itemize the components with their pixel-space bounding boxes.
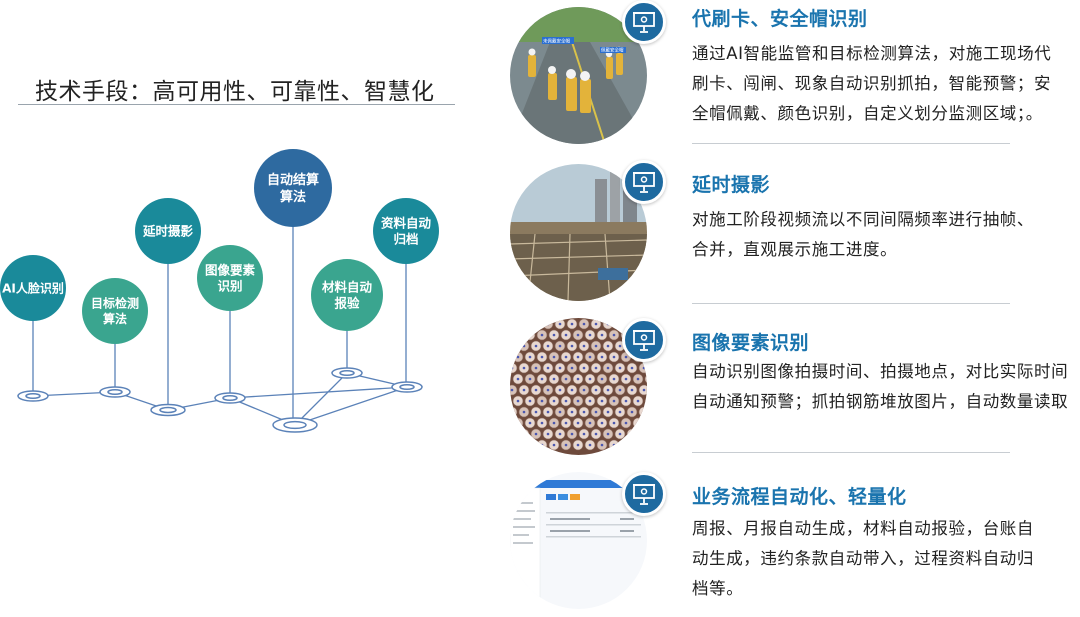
feature-description: 自动识别图像拍摄时间、拍摄地点，对比实际时间 自动通知预警；抓拍钢筋堆放图片，自… [692, 357, 1072, 417]
description-line: 全帽佩戴、颜色识别，自定义划分监测区域；。 [692, 104, 1043, 123]
time-lapse-node: 延时摄影 [135, 198, 201, 264]
photo-label: 佩戴安全帽 [601, 47, 624, 54]
node-label: 目标检测 [91, 296, 139, 311]
description-line: 自动识别图像拍摄时间、拍摄地点，对比实际时间 [692, 362, 1069, 381]
node-label: 归档 [393, 232, 418, 247]
node-label: 延时摄影 [142, 224, 194, 239]
rebar-stack-photo [510, 318, 647, 455]
feature-title: 延时摄影 [692, 174, 771, 196]
feature-description: 周报、月报自动生成，材料自动报验，台账自 动生成，违约条款自动带入，过程资料自动… [692, 514, 1072, 604]
anchor-node [214, 392, 246, 404]
anchor-node [272, 417, 318, 433]
network-edge [294, 386, 408, 426]
node-label: 算法 [280, 189, 306, 205]
node-label: 识别 [217, 279, 242, 294]
image-element-node: 图像要素识别 [197, 245, 263, 311]
network-anchors [17, 367, 423, 433]
description-line: 刷卡、闯闸、现象自动识别抓拍，智能预警；安 [692, 74, 1052, 93]
photo-label: 未佩戴安全帽 [543, 38, 570, 45]
anchor-node [17, 390, 49, 402]
section-heading: 技术手段：高可用性、可靠性、智慧化 [35, 79, 435, 105]
network-edge [229, 386, 408, 399]
feature-title: 图像要素识别 [692, 332, 810, 354]
presentation-board-icon [622, 318, 666, 362]
node-circle [311, 259, 383, 331]
node-label: 算法 [103, 311, 127, 326]
feature-divider [692, 303, 1010, 304]
feature-description: 通过AI智能监管和目标检测算法，对施工现场代 刷卡、闯闸、现象自动识别抓拍，智能… [692, 39, 1072, 129]
anchor-node [391, 381, 423, 393]
description-line: 通过AI智能监管和目标检测算法，对施工现场代 [692, 44, 1052, 63]
node-circle [82, 278, 148, 344]
site-safety-photo: 未佩戴安全帽 佩戴安全帽 [510, 7, 647, 144]
description-line: 对施工阶段视频流以不同间隔频率进行抽帧、 [692, 210, 1034, 229]
feature-description: 对施工阶段视频流以不同间隔频率进行抽帧、 合并，直观展示施工进度。 [692, 205, 1072, 265]
node-label: 资料自动 [381, 215, 432, 230]
description-line: 动生成，违约条款自动带入，过程资料自动归 [692, 549, 1034, 568]
feature-divider [692, 143, 1010, 144]
target-detection-node: 目标检测算法 [82, 278, 148, 344]
anchor-node [99, 386, 131, 398]
node-circle [0, 255, 66, 321]
network-stems [32, 227, 407, 425]
node-label: AI人脸识别 [2, 280, 64, 295]
presentation-board-icon [622, 472, 666, 516]
heading-divider [18, 104, 455, 105]
feature-title: 代刷卡、安全帽识别 [692, 8, 868, 30]
description-line: 档等。 [692, 579, 744, 598]
anchor-node [150, 403, 186, 417]
presentation-board-icon [622, 0, 666, 44]
material-inspection-node: 材料自动报验 [311, 259, 383, 331]
node-label: 自动结算 [267, 172, 319, 188]
node-label: 材料自动 [321, 279, 373, 294]
description-line: 周报、月报自动生成，材料自动报验，台账自 [692, 519, 1034, 538]
feature-divider [692, 452, 1010, 453]
node-circle [373, 198, 439, 264]
anchor-node [331, 367, 363, 379]
network-edge [294, 372, 348, 426]
feature-title: 业务流程自动化、轻量化 [692, 486, 907, 508]
node-label: 图像要素 [205, 262, 256, 277]
node-circle [254, 149, 332, 227]
presentation-board-icon [622, 160, 666, 204]
node-label: 报验 [334, 296, 360, 311]
ai-face-recognition-node: AI人脸识别 [0, 255, 66, 321]
node-circle [135, 198, 201, 264]
description-line: 合并，直观展示施工进度。 [692, 240, 898, 259]
description-line: 自动通知预警；抓拍钢筋堆放图片，自动数量读取 [692, 392, 1069, 411]
node-circle [197, 245, 263, 311]
